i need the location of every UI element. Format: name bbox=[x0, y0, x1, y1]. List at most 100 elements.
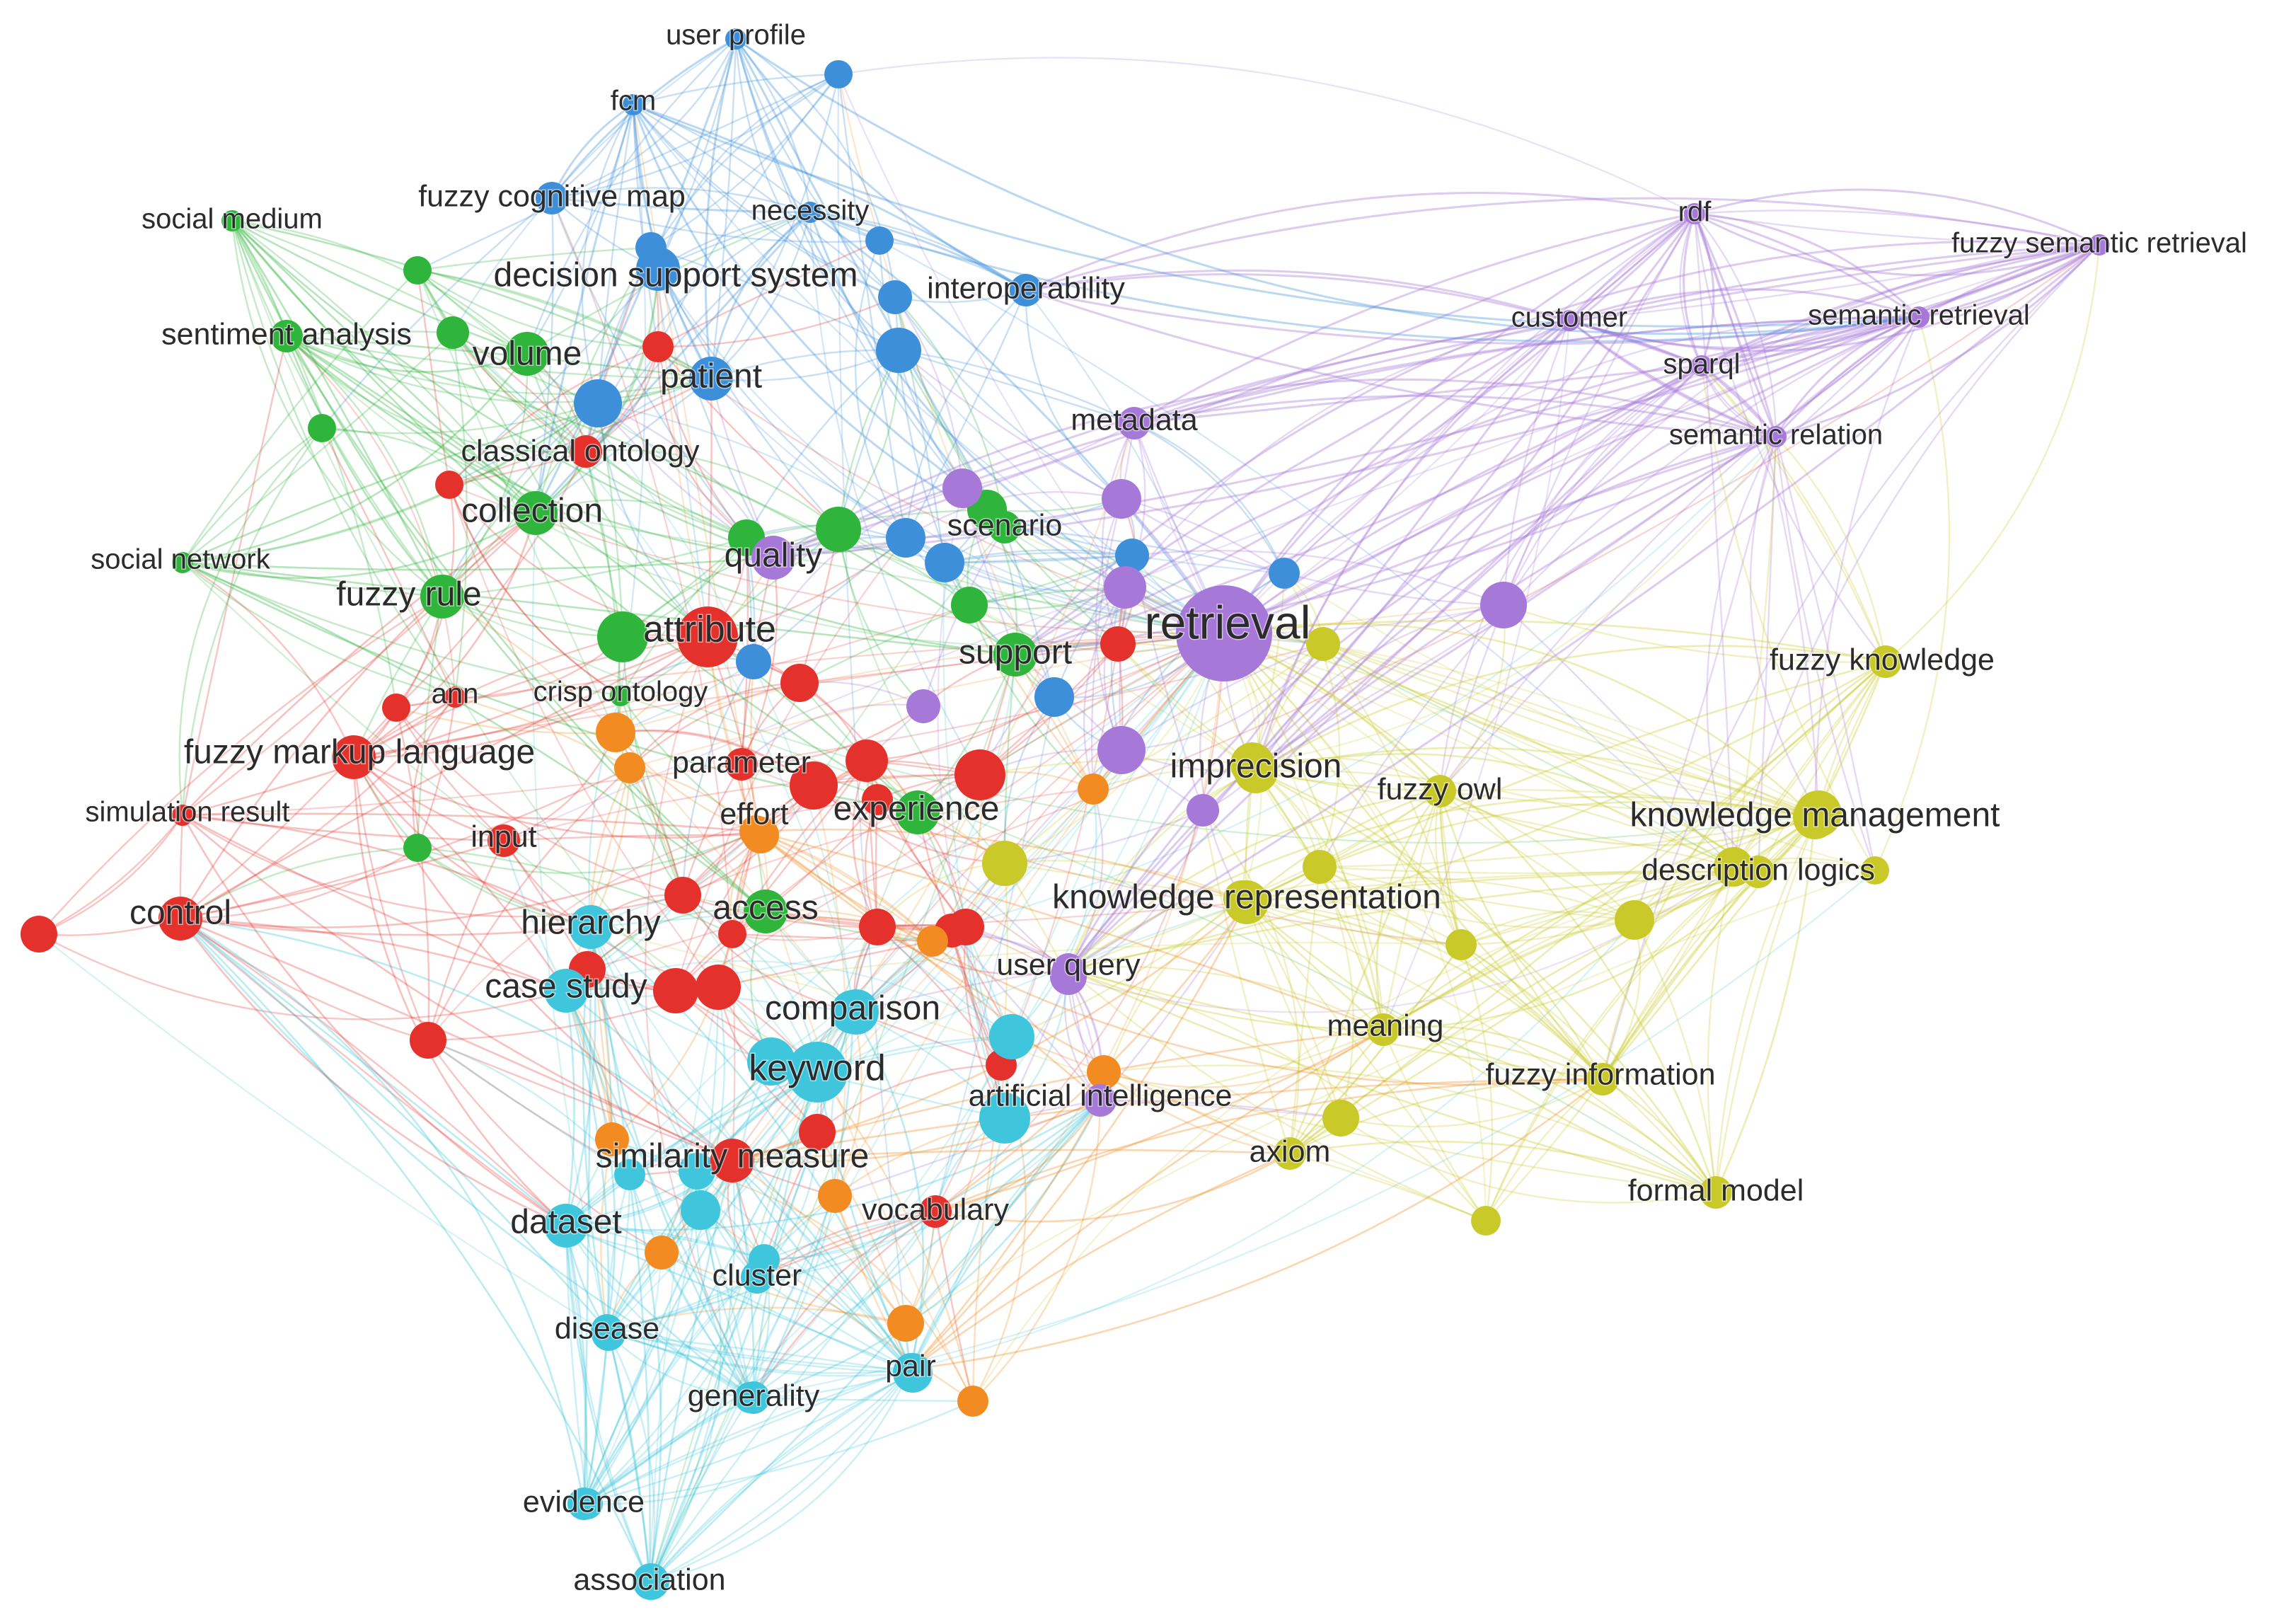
node-artificial-intelligence[interactable] bbox=[1084, 1084, 1117, 1117]
link-1019 bbox=[1223, 435, 1777, 635]
node-fuzzy-semantic-retrieval[interactable] bbox=[2089, 234, 2110, 255]
link-1049 bbox=[550, 197, 812, 214]
node-patient[interactable] bbox=[689, 357, 733, 401]
node-crisp-ontology[interactable] bbox=[610, 685, 631, 706]
link-1109 bbox=[565, 1224, 588, 1505]
link-217 bbox=[1245, 790, 1441, 904]
link-1083 bbox=[1245, 901, 1717, 1194]
link-364 bbox=[1679, 212, 1703, 367]
node-quality[interactable] bbox=[751, 536, 795, 580]
link-573 bbox=[812, 784, 1070, 971]
node-collection[interactable] bbox=[514, 491, 558, 535]
node-cluster[interactable] bbox=[741, 1261, 773, 1294]
node-fuzzy-markup-language[interactable] bbox=[332, 735, 376, 779]
link-1073 bbox=[1601, 870, 1760, 1081]
node-fuzzy-cognitive-map[interactable] bbox=[536, 182, 568, 214]
link-1058 bbox=[1601, 660, 1887, 1081]
node-imprecision[interactable] bbox=[1234, 749, 1278, 793]
label-fuzzy-knowledge: fuzzy knowledge bbox=[1770, 643, 1995, 677]
node-knowledge-management[interactable] bbox=[1793, 795, 1837, 839]
link-91 bbox=[285, 335, 444, 598]
node-dataset[interactable] bbox=[544, 1204, 588, 1248]
node-control[interactable] bbox=[158, 897, 202, 940]
node-decision-support-system[interactable] bbox=[636, 247, 680, 291]
node-experience[interactable] bbox=[896, 790, 940, 834]
node-necessity[interactable] bbox=[800, 202, 821, 223]
node-fuzzy-knowledge[interactable] bbox=[1869, 645, 1902, 678]
node-disease[interactable] bbox=[591, 1314, 623, 1347]
node-effort[interactable] bbox=[739, 815, 772, 848]
node-fuzzy-information[interactable] bbox=[1586, 1063, 1619, 1095]
link-38 bbox=[1025, 289, 1123, 500]
node-simulation-result[interactable] bbox=[172, 805, 193, 826]
node-keyword[interactable] bbox=[787, 1042, 848, 1103]
link-903 bbox=[1010, 632, 1225, 1038]
node-social-medium[interactable] bbox=[221, 210, 243, 231]
node-generality[interactable] bbox=[737, 1381, 770, 1414]
link-967 bbox=[1693, 212, 2101, 277]
link-1077 bbox=[1223, 632, 1604, 1081]
link-761 bbox=[1732, 435, 1777, 868]
node-hierarchy[interactable] bbox=[569, 905, 613, 949]
link-1187 bbox=[181, 814, 505, 842]
link-797 bbox=[1240, 897, 1463, 946]
node-formal-model[interactable] bbox=[1700, 1176, 1732, 1209]
node-pair[interactable] bbox=[894, 1353, 927, 1386]
node-input[interactable] bbox=[488, 824, 520, 857]
unlabeled-node-7 bbox=[925, 543, 964, 582]
node-knowledge-representation[interactable] bbox=[1225, 880, 1269, 924]
node-axiom[interactable] bbox=[1274, 1137, 1306, 1170]
label-case-study: case study bbox=[485, 968, 647, 1006]
link-771 bbox=[1339, 1078, 1604, 1128]
node-scenario[interactable] bbox=[988, 511, 1021, 543]
link-74 bbox=[321, 427, 537, 514]
node-metadata[interactable] bbox=[1118, 407, 1150, 439]
link-744 bbox=[1438, 790, 1463, 946]
node-user-query[interactable] bbox=[1052, 953, 1085, 986]
node-comparison[interactable] bbox=[831, 990, 875, 1034]
node-support[interactable] bbox=[993, 633, 1037, 677]
node-user-profile[interactable] bbox=[725, 28, 746, 50]
node-retrieval[interactable] bbox=[1176, 585, 1272, 681]
node-meaning[interactable] bbox=[1367, 1013, 1400, 1046]
node-similarity-measure[interactable] bbox=[710, 1139, 754, 1182]
link-363 bbox=[1693, 212, 1735, 868]
link-542 bbox=[448, 345, 659, 486]
node-access[interactable] bbox=[744, 890, 788, 933]
link-1144 bbox=[179, 917, 912, 1371]
node-semantic-retrieval[interactable] bbox=[1908, 306, 1929, 328]
node-volume[interactable] bbox=[505, 332, 549, 376]
node-social-network[interactable] bbox=[172, 552, 193, 573]
node-interoperability[interactable] bbox=[1010, 274, 1042, 306]
node-evidence[interactable] bbox=[567, 1487, 600, 1520]
link-682 bbox=[1095, 497, 1123, 752]
link-779 bbox=[1322, 643, 1820, 815]
link-333 bbox=[1318, 865, 1717, 1194]
link-65 bbox=[526, 352, 748, 539]
node-association[interactable] bbox=[633, 1567, 666, 1599]
link-163 bbox=[750, 660, 757, 833]
node-description-logics[interactable] bbox=[1742, 856, 1775, 888]
node-ann[interactable] bbox=[444, 686, 466, 708]
link-840 bbox=[833, 632, 1225, 1197]
link-929 bbox=[650, 1396, 751, 1583]
node-parameter[interactable] bbox=[725, 748, 758, 781]
unlabeled-node-66 bbox=[917, 926, 948, 957]
node-fuzzy-rule[interactable] bbox=[420, 575, 464, 618]
node-sentiment-analysis[interactable] bbox=[270, 320, 303, 352]
node-semantic-relation[interactable] bbox=[1765, 426, 1787, 447]
node-vocabulary[interactable] bbox=[919, 1195, 952, 1228]
node-fcm[interactable] bbox=[623, 94, 644, 115]
link-39 bbox=[904, 289, 1027, 539]
link-699 bbox=[1120, 643, 1325, 752]
node-attribute[interactable] bbox=[677, 606, 738, 667]
node-customer[interactable] bbox=[1559, 310, 1580, 331]
node-sparql[interactable] bbox=[1691, 355, 1712, 376]
link-902 bbox=[565, 960, 1013, 1038]
node-fuzzy-owl[interactable] bbox=[1424, 775, 1456, 807]
node-classical-ontology[interactable] bbox=[570, 435, 602, 468]
link-623 bbox=[876, 798, 967, 928]
node-case-study[interactable] bbox=[544, 969, 588, 1013]
node-rdf[interactable] bbox=[1684, 203, 1705, 224]
link-400 bbox=[1706, 435, 1777, 868]
